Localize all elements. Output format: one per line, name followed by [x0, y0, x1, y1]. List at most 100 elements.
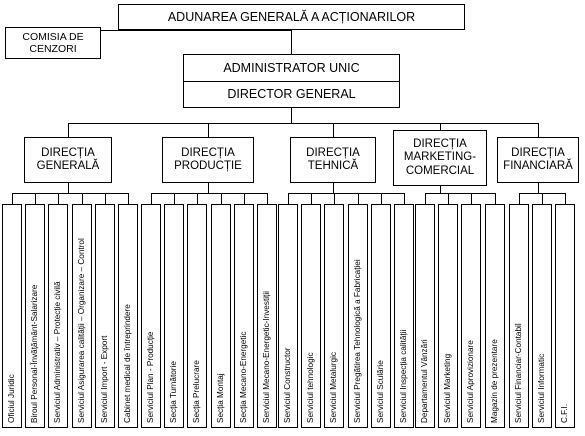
service-drop-connector [58, 193, 60, 204]
service-drop-connector [104, 193, 106, 204]
service-drop-connector [311, 193, 313, 204]
service-label: Serviciul Plan - Producție [146, 331, 155, 423]
service-label: Serviciul Metalurgic [329, 352, 339, 423]
direction-drop-connector [333, 123, 334, 137]
service-drop-connector [35, 193, 37, 204]
service-label: Serviciul Inspecția calității [399, 329, 408, 423]
service-drop-connector [12, 193, 13, 204]
service-drop-connector [425, 193, 426, 204]
service-box: Secția Mecano-Energetic [233, 204, 254, 428]
service-label: Secția Prelucrare [192, 360, 202, 423]
direction-label: MARKETING- [403, 151, 477, 164]
service-box: Biroul Personal-Învățământ-Salarizare [25, 204, 46, 428]
service-label: Secția Turnătorie [169, 361, 179, 423]
service-box: Secția Prelucrare [187, 204, 208, 428]
service-box: Serviciul Sculărie [370, 204, 391, 428]
censors-to-assembly-connector [101, 30, 291, 31]
service-label: Serviciul Marketing [443, 353, 453, 423]
general-assembly-box: ADUNAREA GENERALĂ A ACȚIONARILOR [118, 4, 465, 30]
service-label: Serviciul Pregătirea Tehnologică a Fabri… [352, 259, 362, 423]
service-box: Secția Montaj [210, 204, 231, 428]
direction-drop-connector [68, 123, 69, 137]
directions-horizontal-bus [68, 123, 538, 124]
service-label: Serviciul Constructor [283, 347, 292, 423]
service-box: Oficiul Juridic [2, 204, 22, 428]
direction-drop-connector [208, 123, 209, 137]
service-box: Cabinet medical de întreprindere [118, 204, 138, 428]
services-horizontal-bus [288, 193, 404, 194]
general-assembly-label: ADUNAREA GENERALĂ A ACȚIONARILOR [167, 9, 416, 24]
service-drop-connector [128, 193, 129, 204]
service-drop-connector [288, 193, 289, 204]
service-label: Serviciul tehnologic [306, 352, 316, 423]
service-label: Serviciul Administrativ – Protecție civi… [53, 281, 63, 423]
service-drop-connector [267, 193, 268, 204]
service-label: Departamentul Vânzări [420, 339, 429, 423]
service-label: Serviciul Import - Export [99, 335, 109, 423]
direction-label: DIRECȚIA [41, 146, 95, 159]
service-box: Serviciul Marketing [438, 204, 459, 428]
director-to-directions-connector [291, 108, 292, 123]
service-drop-connector [81, 193, 83, 204]
service-label: Serviciul Mecano-Energetic-Investiții [262, 291, 271, 423]
service-drop-connector [519, 193, 520, 204]
service-drop-connector [380, 193, 382, 204]
direction-label: DIRECȚIA [306, 146, 360, 159]
general-director-label: DIRECTOR GENERAL [227, 87, 356, 102]
direction-to-services-connector [440, 186, 441, 193]
service-box: C.F.I. [555, 204, 576, 428]
service-box: Serviciul Constructor [278, 204, 298, 428]
service-box: Serviciul Asigurarea calității – Organiz… [71, 204, 92, 428]
service-label: Serviciul Informatic [537, 353, 547, 423]
service-box: Departamentul Vânzări [415, 204, 435, 428]
service-box: Serviciul Mecano-Energetic-Investiții [257, 204, 277, 428]
service-label: Biroul Personal-Învățământ-Salarizare [30, 284, 40, 423]
services-horizontal-bus [12, 193, 128, 194]
direction-label: DIRECȚIA [511, 146, 565, 159]
direction-drop-connector [440, 123, 441, 130]
censors-committee-label: COMISIA DE CENZORI [22, 30, 84, 55]
service-label: Secția Mecano-Energetic [238, 331, 248, 423]
service-drop-connector [357, 193, 359, 204]
direction-label: FINANCIARĂ [503, 160, 573, 172]
service-box: Serviciul Pregătirea Tehnologică a Fabri… [347, 204, 368, 428]
service-label: Magazin de prezentare [489, 339, 499, 423]
service-label: Serviciul Financiar-Contabil [514, 323, 523, 423]
service-label: C.F.I. [560, 403, 570, 423]
service-label: Cabinet medical de întreprindere [123, 304, 132, 423]
direction-drop-connector [538, 123, 539, 137]
service-label: Oficiul Juridic [7, 374, 16, 423]
service-box: Serviciul Metalurgic [324, 204, 345, 428]
direction-to-services-connector [538, 183, 539, 193]
service-drop-connector [151, 193, 152, 204]
services-horizontal-bus [151, 193, 267, 194]
direction-to-services-connector [68, 183, 69, 193]
services-horizontal-bus [425, 193, 495, 194]
direction-label: PRODUCȚIE [174, 160, 242, 172]
service-box: Serviciul Plan - Producție [141, 204, 161, 428]
direction-label: DIRECȚIA [181, 146, 235, 159]
assembly-to-admin-connector [291, 30, 292, 54]
service-box: Serviciul Import - Export [94, 204, 115, 428]
service-box: Serviciul tehnologic [301, 204, 322, 428]
service-drop-connector [471, 193, 473, 204]
direction-to-services-connector [333, 183, 334, 193]
service-drop-connector [542, 193, 544, 204]
direction-label: GENERALĂ [36, 160, 100, 172]
service-drop-connector [404, 193, 405, 204]
direction-to-services-connector [208, 183, 209, 193]
direction-label: DIRECȚIA [413, 138, 467, 151]
service-box: Secția Turnătorie [164, 204, 185, 428]
service-drop-connector [448, 193, 450, 204]
sole-administrator-label: ADMINISTRATOR UNIC [184, 55, 399, 82]
service-drop-connector [334, 193, 336, 204]
admin-director-box: ADMINISTRATOR UNIC DIRECTOR GENERAL [183, 54, 400, 108]
service-box: Serviciul Inspecția calității [394, 204, 414, 428]
service-box: Serviciul Administrativ – Protecție civi… [48, 204, 69, 428]
service-drop-connector [494, 193, 496, 204]
